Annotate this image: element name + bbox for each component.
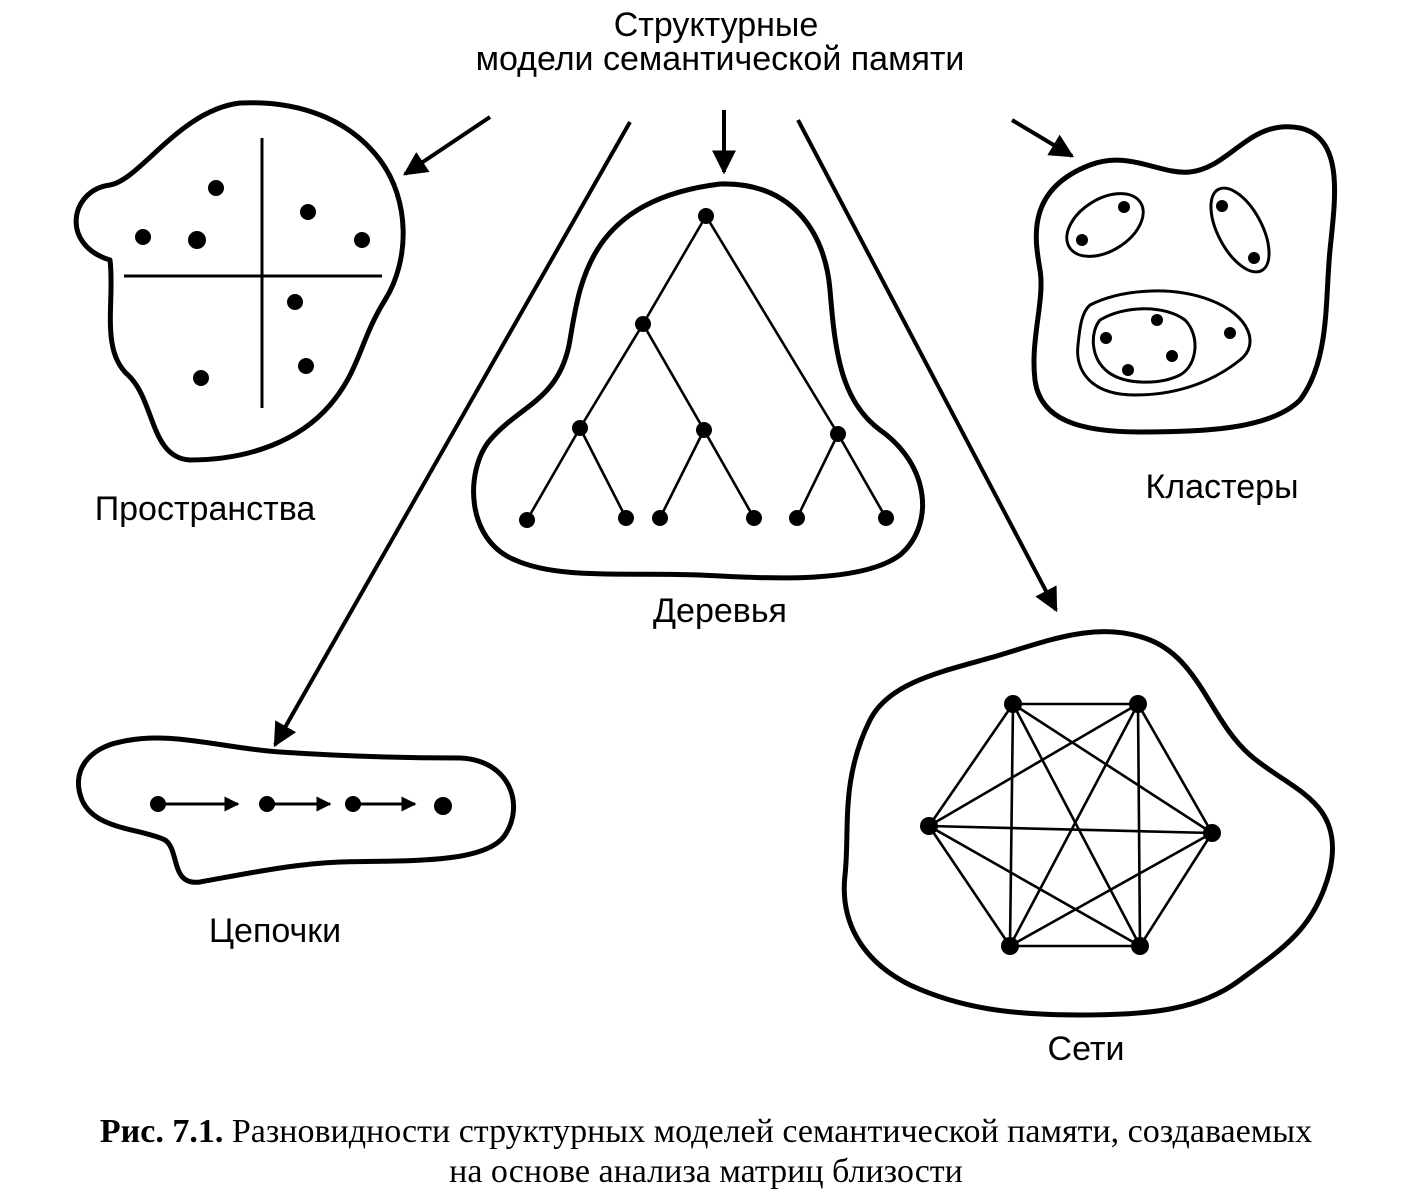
arrow-to-networks (796, 119, 1058, 613)
spaces-boundary (73, 100, 406, 463)
arrow-to-chains (273, 121, 632, 748)
figure-caption-line1: Рис. 7.1. Разновидности структурных моде… (100, 1113, 1312, 1150)
spaces-point (287, 294, 303, 310)
tree-leaf (652, 510, 668, 526)
spaces-point (300, 204, 316, 220)
figure-number: Рис. 7.1. (100, 1113, 223, 1150)
trees-boundary (471, 181, 925, 581)
chain-node (150, 796, 166, 812)
spaces-point (135, 229, 151, 245)
tree-node (696, 422, 712, 438)
label-spaces: Пространства (95, 490, 316, 528)
cluster-point (1151, 314, 1163, 326)
cluster-point (1118, 201, 1130, 213)
network-node (1129, 695, 1147, 713)
clusters-model (1031, 124, 1338, 435)
network-node (1203, 824, 1221, 842)
tree-node (830, 426, 846, 442)
spaces-point (208, 180, 224, 196)
network-node (1004, 695, 1022, 713)
networks-model (841, 629, 1335, 1018)
spaces-point (188, 231, 206, 249)
chain-node (345, 796, 361, 812)
cluster-point (1248, 252, 1260, 264)
cluster-group (1209, 186, 1271, 274)
clusters-boundary (1031, 124, 1338, 435)
title-arrows (273, 110, 1075, 748)
cluster-point (1224, 327, 1236, 339)
chain-node (259, 796, 275, 812)
tree-leaf (618, 510, 634, 526)
cluster-group-inner (1091, 307, 1197, 384)
network-node (1131, 937, 1149, 955)
label-chains: Цепочки (209, 912, 341, 950)
cluster-point (1076, 234, 1088, 246)
network-node (1001, 937, 1019, 955)
cluster-group-outer (1076, 289, 1252, 397)
cluster-point (1122, 364, 1134, 376)
chains-model (75, 735, 516, 885)
diagram-title-line1: Структурные (614, 6, 819, 44)
cluster-point (1216, 200, 1228, 212)
network-node (920, 817, 938, 835)
network-edges (927, 702, 1214, 948)
tree-node (572, 420, 588, 436)
trees-model (471, 181, 925, 581)
chain-node (434, 797, 452, 815)
tree-leaf (746, 510, 762, 526)
cluster-group (1065, 192, 1145, 258)
figure-caption-line2: на основе анализа матриц близости (449, 1153, 963, 1190)
tree-node (698, 208, 714, 224)
spaces-point (298, 358, 314, 374)
networks-boundary (841, 629, 1335, 1018)
spaces-model (73, 100, 406, 463)
tree-leaf (519, 512, 535, 528)
label-clusters: Кластеры (1146, 468, 1299, 506)
cluster-point (1100, 332, 1112, 344)
arrow-to-spaces (403, 115, 492, 176)
diagram-title-line2: модели семантической памяти (476, 40, 965, 78)
label-networks: Сети (1048, 1030, 1125, 1068)
tree-edges (525, 215, 888, 521)
cluster-point (1166, 350, 1178, 362)
label-trees: Деревья (653, 592, 787, 630)
tree-node (635, 316, 651, 332)
tree-leaf (878, 510, 894, 526)
spaces-point (354, 232, 370, 248)
spaces-point (193, 370, 209, 386)
arrow-to-clusters (1010, 118, 1075, 158)
figure-caption-text: Разновидности структурных моделей семант… (223, 1113, 1312, 1150)
chains-boundary (75, 735, 516, 885)
tree-leaf (789, 510, 805, 526)
